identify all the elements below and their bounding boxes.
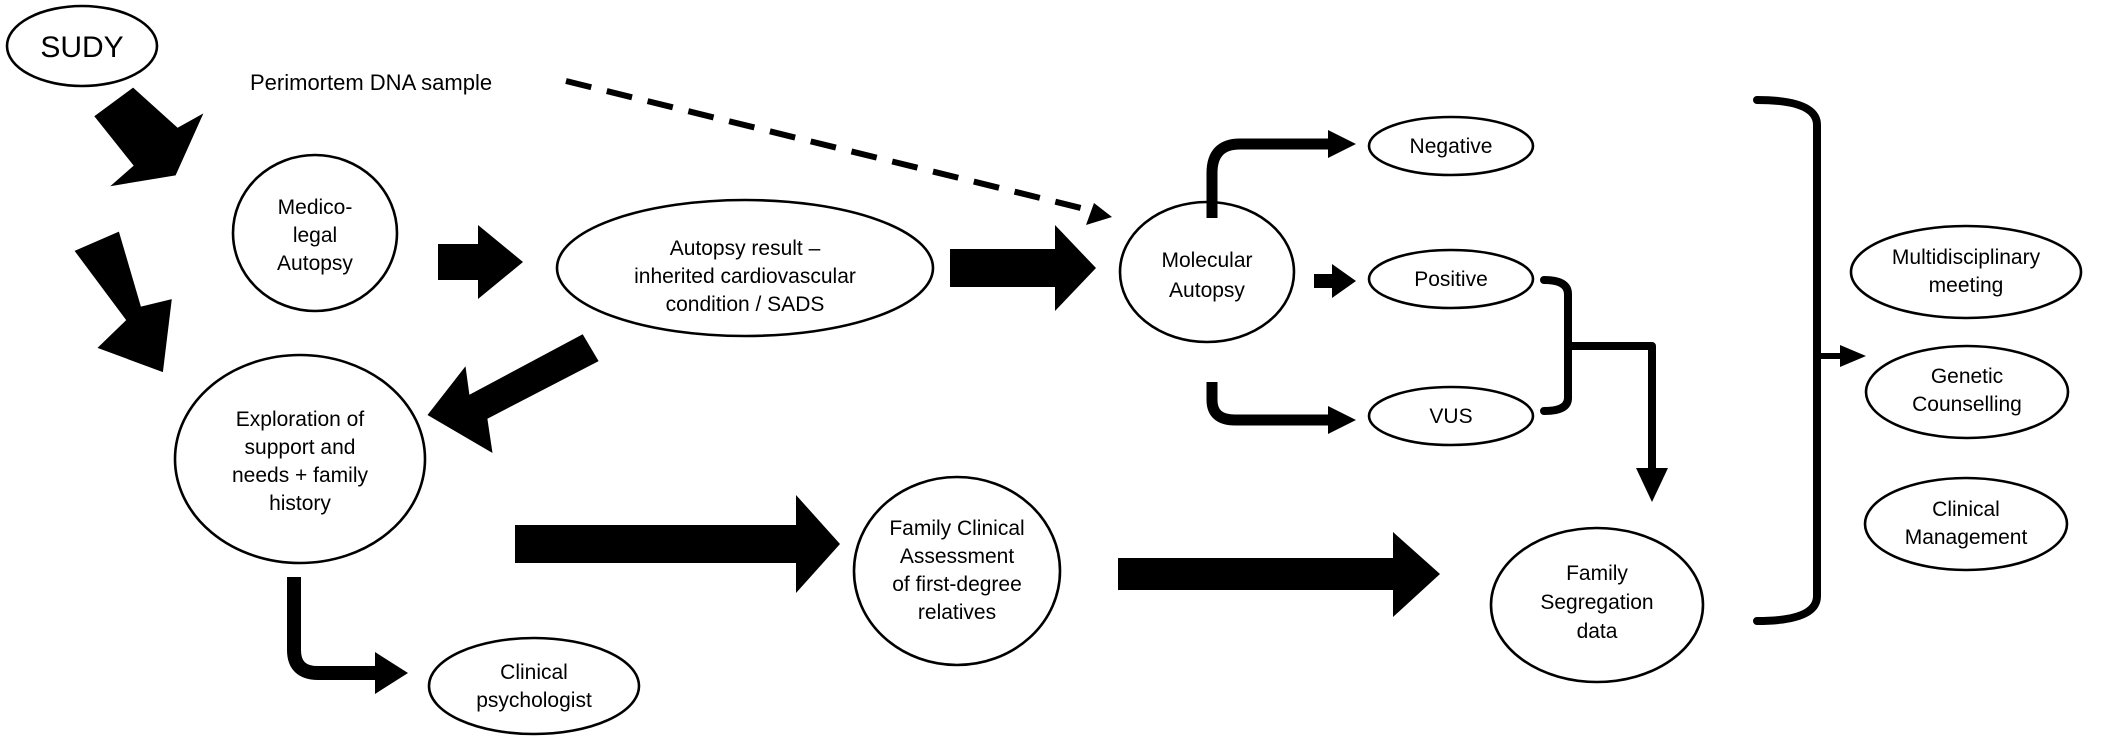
sudy-node: SUDY <box>5 4 159 88</box>
vus-label: VUS <box>1429 405 1472 428</box>
clinical-mgmt-ellipse <box>1863 476 2069 572</box>
exploration-ellipse <box>173 353 427 565</box>
multidisciplinary-line-2: meeting <box>1929 274 2004 297</box>
sudy-label: SUDY <box>40 31 123 64</box>
medicolegal-line-1: Medico- <box>278 196 353 219</box>
segregation-line-3: data <box>1577 620 1618 643</box>
clinical-mgmt-line-1: Clinical <box>1932 498 2000 521</box>
autopsy-result-line-3: condition / SADS <box>666 293 825 316</box>
medicolegal-line-2: legal <box>293 224 337 247</box>
arrowhead-actions <box>1840 345 1866 367</box>
negative-node: Negative <box>1367 115 1535 177</box>
clinical-mgmt-line-2: Management <box>1905 526 2028 549</box>
genetic-line-1: Genetic <box>1931 365 2003 388</box>
psychologist-line-2: psychologist <box>476 689 592 712</box>
segregation-line-1: Family <box>1566 562 1628 585</box>
arrow-exploration-to-family-clinical <box>515 495 840 593</box>
family-clinical-line-4: relatives <box>918 601 996 624</box>
arrowhead-segregation <box>1636 468 1668 502</box>
connector-molecular-to-vus <box>1206 382 1330 426</box>
bracket-positive-vus <box>1540 276 1572 415</box>
autopsy-result-line-1: Autopsy result – <box>670 237 821 260</box>
genetic-ellipse <box>1864 344 2070 440</box>
molecular-line-2: Autopsy <box>1169 279 1245 302</box>
dashed-arrowhead-molecular <box>1086 203 1112 225</box>
psychologist-line-1: Clinical <box>500 661 568 684</box>
arrow-medicolegal-to-result <box>438 225 523 299</box>
multidisciplinary-line-1: Multidisciplinary <box>1892 246 2041 269</box>
exploration-line-3: needs + family <box>232 464 368 487</box>
family-clinical-line-3: of first-degree <box>892 573 1022 596</box>
clinical-management-node: Clinical Management <box>1863 476 2069 572</box>
negative-ellipse <box>1367 115 1535 177</box>
arrow-sudy-to-medicolegal <box>94 87 204 187</box>
exploration-line-4: history <box>269 492 331 515</box>
family-clinical-ellipse <box>852 475 1062 667</box>
molecular-ellipse <box>1118 200 1296 344</box>
exploration-line-1: Exploration of <box>236 408 365 431</box>
dashed-connector-perimortem <box>565 78 1098 215</box>
arrow-sudy-to-exploration <box>74 231 172 373</box>
sudy-ellipse <box>5 4 159 88</box>
molecular-line-1: Molecular <box>1161 249 1252 272</box>
bracket-outcomes <box>1753 96 1821 625</box>
molecular-autopsy-node: Molecular Autopsy <box>1118 200 1296 344</box>
genetic-counselling-node: Genetic Counselling <box>1864 344 2070 440</box>
multidisciplinary-node: Multidisciplinary meeting <box>1849 224 2083 320</box>
psychologist-ellipse <box>427 636 641 736</box>
genetic-line-2: Counselling <box>1912 393 2022 416</box>
family-clinical-line-2: Assessment <box>900 545 1015 568</box>
autopsy-result-ellipse <box>555 198 935 338</box>
positive-ellipse <box>1367 248 1535 310</box>
vus-node: VUS <box>1367 385 1535 447</box>
family-clinical-node: Family Clinical Assessment of first-degr… <box>852 475 1062 667</box>
arrow-molecular-to-positive <box>1314 264 1356 298</box>
positive-label: Positive <box>1414 268 1488 291</box>
medicolegal-node: Medico- legal Autopsy <box>231 153 399 313</box>
arrow-result-to-exploration <box>427 334 599 453</box>
multidisciplinary-ellipse <box>1849 224 2083 320</box>
segregation-line-2: Segregation <box>1540 591 1653 614</box>
autopsy-result-node: Autopsy result – inherited cardiovascula… <box>555 198 935 338</box>
autopsy-result-line-2: inherited cardiovascular <box>634 265 856 288</box>
exploration-node: Exploration of support and needs + famil… <box>173 353 427 565</box>
family-clinical-line-1: Family Clinical <box>889 517 1024 540</box>
segregation-node: Family Segregation data <box>1489 526 1705 684</box>
arrowhead-vus <box>1328 406 1356 434</box>
arrow-family-clinical-to-segregation <box>1118 532 1440 617</box>
perimortem-label: Perimortem DNA sample <box>250 70 492 95</box>
connector-bracket-to-segregation <box>1568 342 1656 470</box>
exploration-line-2: support and <box>245 436 356 459</box>
connector-molecular-to-negative <box>1206 138 1330 218</box>
negative-label: Negative <box>1410 135 1493 158</box>
vus-ellipse <box>1367 385 1535 447</box>
arrowhead-psychologist <box>375 652 408 694</box>
arrow-result-to-molecular <box>950 225 1096 311</box>
connector-exploration-to-psychologist <box>287 577 380 680</box>
psychologist-node: Clinical psychologist <box>427 636 641 736</box>
medicolegal-line-3: Autopsy <box>277 252 353 275</box>
segregation-ellipse <box>1489 526 1705 684</box>
medicolegal-ellipse <box>231 153 399 313</box>
positive-node: Positive <box>1367 248 1535 310</box>
arrowhead-negative <box>1328 130 1356 158</box>
